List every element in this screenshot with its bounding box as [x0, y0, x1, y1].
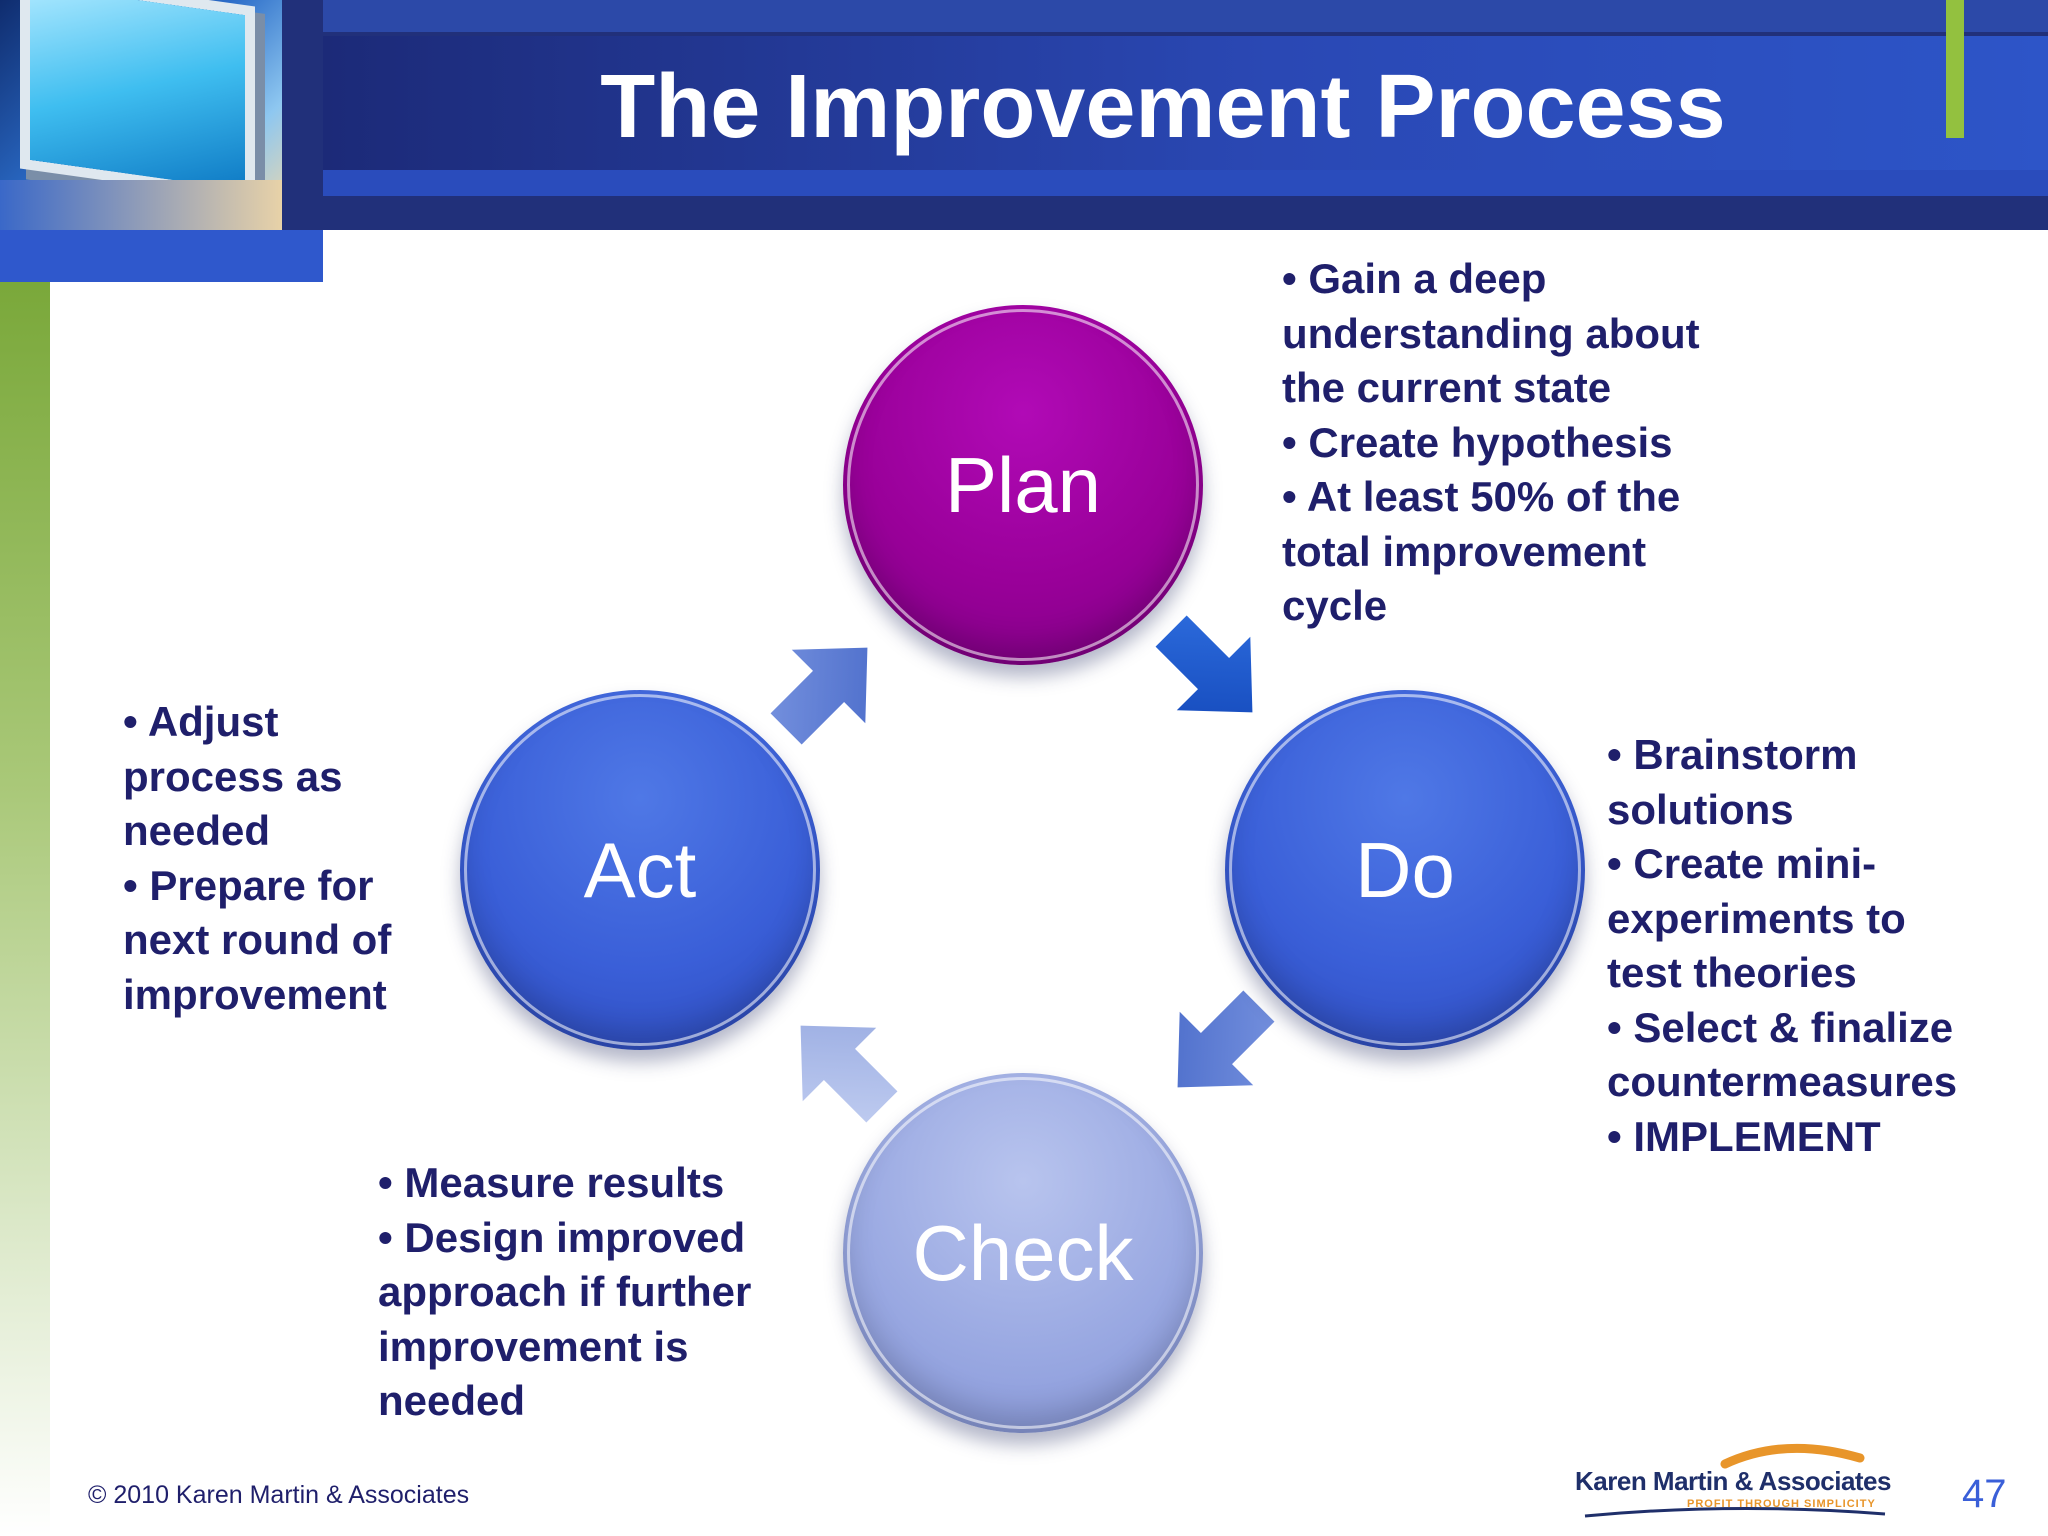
act-notes: • Adjust process as needed • Prepare for… — [123, 695, 391, 1022]
header-green-accent — [1946, 0, 1964, 138]
plan-circle: Plan — [843, 305, 1203, 665]
do-circle: Do — [1225, 690, 1585, 1050]
arrow-plan-to-do — [1155, 615, 1253, 713]
check-circle: Check — [843, 1073, 1203, 1433]
header-stripe-bottom — [323, 170, 2048, 196]
do-note-line: solutions — [1607, 785, 1794, 833]
check-label: Check — [912, 1208, 1134, 1297]
act-note-line: needed — [123, 807, 271, 854]
act-note-line: process as — [123, 752, 343, 800]
arrow-check-to-act — [800, 1025, 898, 1123]
slide-title: The Improvement Process — [600, 57, 1726, 157]
act-note-line: next round of — [123, 916, 392, 963]
do-note-line: • IMPLEMENT — [1607, 1112, 1881, 1160]
footer-copyright: © 2010 Karen Martin & Associates — [88, 1481, 470, 1509]
plan-note-line: • Create hypothesis — [1282, 418, 1673, 466]
do-label: Do — [1355, 825, 1455, 914]
plan-note-line: understanding about — [1282, 309, 1700, 357]
do-note-line: • Create mini- — [1607, 840, 1877, 887]
plan-note-line: the current state — [1282, 364, 1612, 411]
check-note-line: • Design improved — [378, 1213, 746, 1261]
arrow-act-to-plan — [770, 647, 868, 745]
plan-note-line: • At least 50% of the — [1282, 473, 1681, 520]
header-band — [323, 36, 2048, 194]
check-note-line: improvement is — [378, 1322, 689, 1370]
plan-note-line: total improvement — [1282, 527, 1647, 575]
check-note-line: needed — [378, 1377, 526, 1424]
plan-label: Plan — [944, 440, 1102, 529]
arrow-do-to-check — [1177, 990, 1275, 1088]
side-gradient-bar — [0, 282, 50, 1536]
logo-tagline: PROFIT THROUGH SIMPLICITY — [1687, 1498, 1876, 1510]
act-label: Act — [583, 825, 697, 914]
do-note-line: experiments to — [1607, 894, 1906, 942]
act-note-line: • Prepare for — [123, 861, 374, 909]
check-note-line: • Measure results — [378, 1159, 725, 1206]
act-note-line: improvement — [123, 970, 387, 1018]
check-note-line: approach if further — [378, 1268, 752, 1315]
logo-arc-icon — [1584, 1443, 1886, 1518]
do-note-line: • Select & finalize — [1607, 1003, 1954, 1051]
plan-note-line: cycle — [1282, 582, 1388, 629]
do-note-line: • Brainstorm — [1607, 731, 1858, 778]
header-stripe-top — [323, 0, 2048, 32]
monitor-base — [0, 180, 282, 230]
plan-notes: • Gain a deep understanding about the cu… — [1282, 252, 1700, 634]
do-note-line: test theories — [1607, 949, 1857, 996]
logo-name: Karen Martin & Associates — [1575, 1466, 1891, 1496]
act-note-line: • Adjust — [123, 698, 279, 745]
company-logo: Karen Martin & Associates PROFIT THROUGH… — [1575, 1440, 1895, 1520]
check-notes: • Measure results • Design improved appr… — [378, 1156, 751, 1429]
page-number: 47 — [1962, 1472, 2007, 1516]
corner-blue-tab — [0, 230, 323, 282]
do-note-line: countermeasures — [1607, 1058, 1958, 1105]
act-circle: Act — [460, 690, 820, 1050]
do-notes: • Brainstorm solutions • Create mini- ex… — [1607, 728, 1957, 1164]
plan-note-line: • Gain a deep — [1282, 255, 1547, 302]
computer-monitor-photo — [0, 0, 282, 230]
